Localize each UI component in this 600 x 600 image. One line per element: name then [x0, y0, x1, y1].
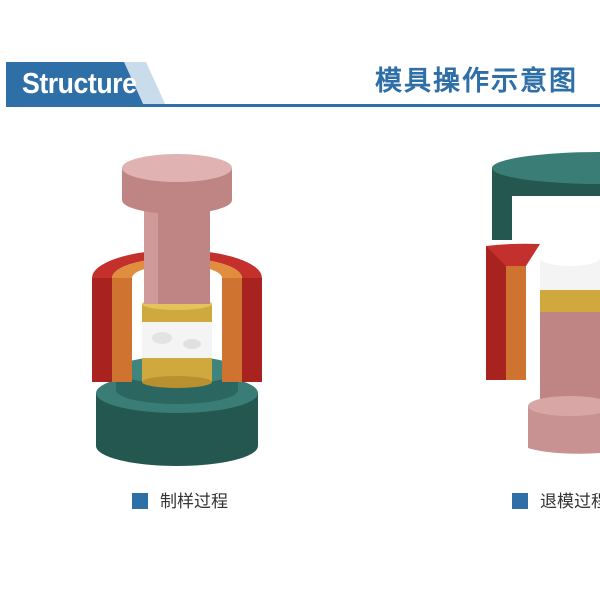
demold-ring [486, 243, 540, 380]
demold-punch [528, 312, 600, 454]
caption-text: 退模过程 [540, 492, 600, 512]
upper-punch [122, 154, 232, 304]
caption-text: 制样过程 [160, 492, 228, 512]
banner-divider [6, 104, 600, 107]
caption-demolding: 退模过程 [512, 490, 600, 514]
lower-spacer [142, 358, 212, 388]
caption-sample-prep: 制样过程 [132, 490, 228, 514]
banner-title: Structure [22, 68, 137, 100]
caption-bullet-icon [132, 493, 148, 509]
caption-bullet-icon [512, 493, 528, 509]
outer-ring [92, 250, 262, 382]
mold-sample-prep-illustration [92, 154, 262, 466]
demold-sample [540, 250, 600, 312]
banner-tab [6, 62, 166, 106]
banner-tab-dark [6, 62, 144, 106]
mold-demolding-illustration [486, 152, 600, 454]
demold-cap [492, 152, 600, 240]
sample-powder [142, 322, 212, 358]
banner-subtitle: 模具操作示意图 [375, 66, 578, 97]
